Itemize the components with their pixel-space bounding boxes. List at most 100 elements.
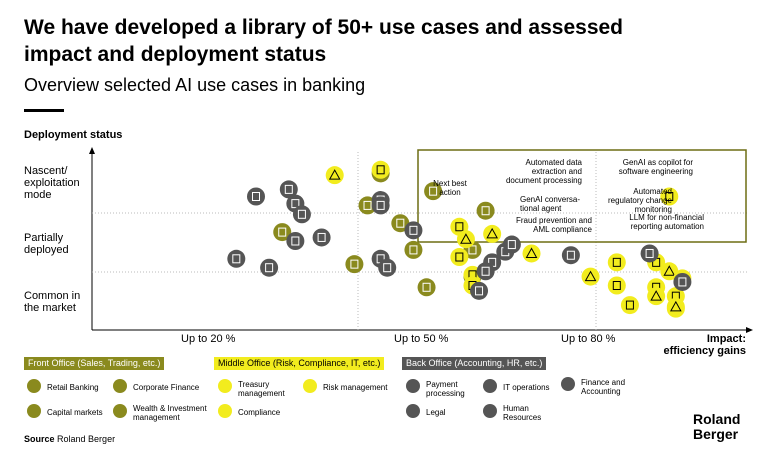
use-case-icon (284, 184, 293, 194)
middle-office-point (660, 187, 679, 206)
use-case-icon (291, 199, 300, 209)
use-case-icon (297, 209, 306, 219)
legend-human-resources: Human Resources (503, 404, 542, 422)
page-subtitle: Overview selected AI use cases in bankin… (24, 75, 366, 95)
legend-treasury-management: Treasury management (238, 380, 285, 398)
use-case-icon (455, 222, 464, 232)
warning-icon (663, 265, 676, 276)
use-case-icon (507, 240, 516, 250)
annotation-copilot: GenAI as copilot for software engineerin… (618, 158, 693, 176)
chart-icon (27, 404, 41, 418)
use-case-icon (265, 263, 274, 273)
use-case-icon (350, 259, 359, 269)
warning-icon (486, 227, 499, 239)
front-office-point (391, 214, 410, 233)
use-case-icon (252, 192, 260, 201)
y-axis-arrow (89, 147, 95, 154)
logo-line2: Berger (693, 426, 739, 442)
use-case-icon (376, 165, 385, 175)
x-tick-20: Up to 20 % (181, 333, 236, 345)
back-office-point (640, 244, 659, 263)
back-office-point (476, 262, 495, 281)
logo-line1: Roland (693, 411, 741, 427)
legend-front-office: Front Office (Sales, Trading, etc.) (24, 357, 165, 370)
use-case-icon (566, 250, 575, 260)
back-office-point (470, 281, 489, 300)
legend-compliance: Compliance (238, 408, 281, 417)
legend-payment-processing: Payment processing (426, 380, 465, 398)
use-case-icon (612, 281, 621, 290)
middle-office-point (647, 287, 666, 306)
x-axis-title: Impact: efficiency gains (663, 333, 746, 357)
use-case-icon (291, 236, 300, 246)
server-icon (483, 379, 497, 393)
back-office-point (502, 235, 521, 254)
legend-corporate-finance: Corporate Finance (133, 383, 200, 392)
use-case-icon (665, 192, 674, 201)
warning-icon (460, 233, 472, 244)
use-case-icon (396, 218, 405, 228)
title-rule (24, 109, 64, 112)
legend-legal: Legal (426, 408, 446, 417)
back-office-point (279, 180, 298, 199)
back-office-point (247, 187, 265, 206)
use-case-icon (625, 300, 634, 310)
legend-capital-markets: Capital markets (47, 408, 103, 417)
back-office-point (404, 221, 423, 240)
people-icon (483, 404, 497, 418)
legend-middle-office: Middle Office (Risk, Compliance, IT, etc… (214, 357, 385, 370)
annotation-regulatory-monitoring: Automated regulatory change monitoring (607, 187, 672, 214)
middle-office-point (607, 276, 626, 295)
source-text: Roland Berger (57, 434, 116, 444)
source-note: Source Roland Berger (24, 434, 115, 444)
back-office-point (371, 196, 390, 215)
warning-icon (303, 379, 317, 393)
highlight-box (417, 149, 747, 243)
middle-office-point (456, 230, 475, 249)
annotation-conversational-agent: GenAI conversa-tional agent (520, 195, 581, 213)
use-case-icon (376, 200, 385, 210)
front-office-point (424, 182, 443, 201)
source-label: Source (24, 434, 55, 444)
front-office-point (404, 240, 423, 259)
x-tick-80: Up to 80 % (561, 333, 616, 345)
use-case-icon (278, 227, 287, 237)
back-office-point (286, 232, 305, 250)
middle-office-point (483, 224, 502, 243)
y-tick-common: Common in the market (24, 290, 81, 314)
legend-risk-management: Risk management (323, 383, 388, 392)
legend-wealth-management: Wealth & Investment management (133, 404, 207, 422)
annotation-next-best-action: Next best action (433, 179, 467, 197)
warning-icon (650, 290, 663, 301)
x-axis-arrow (746, 327, 753, 333)
warning-icon (669, 300, 682, 312)
back-office-point (292, 205, 311, 224)
back-office-point (561, 246, 580, 265)
y-tick-nascent: Nascent/ exploitation mode (24, 165, 80, 201)
document-icon (218, 379, 232, 393)
middle-office-point (620, 296, 639, 315)
briefcase-icon (113, 379, 127, 393)
back-office-point (673, 272, 692, 291)
legend-finance-accounting: Finance and Accounting (581, 378, 626, 396)
middle-office-point (581, 267, 600, 286)
use-case-icon (468, 245, 477, 255)
middle-office-point (522, 244, 541, 263)
middle-office-point (607, 253, 626, 272)
middle-office-point (325, 166, 344, 185)
use-case-icon (678, 277, 687, 287)
legend-it-operations: IT operations (503, 383, 550, 392)
use-case-icon (481, 206, 490, 216)
use-case-icon (422, 282, 431, 292)
scales-icon (406, 404, 420, 418)
use-case-icon (645, 248, 654, 258)
use-case-icon (317, 232, 326, 242)
warning-icon (584, 270, 597, 282)
front-office-point (273, 223, 292, 242)
front-office-point (345, 255, 364, 274)
use-case-icon (481, 266, 490, 276)
annotation-data-extraction: Automated data extraction and document p… (505, 158, 582, 185)
warning-icon (328, 169, 341, 180)
use-case-icon (429, 186, 438, 196)
